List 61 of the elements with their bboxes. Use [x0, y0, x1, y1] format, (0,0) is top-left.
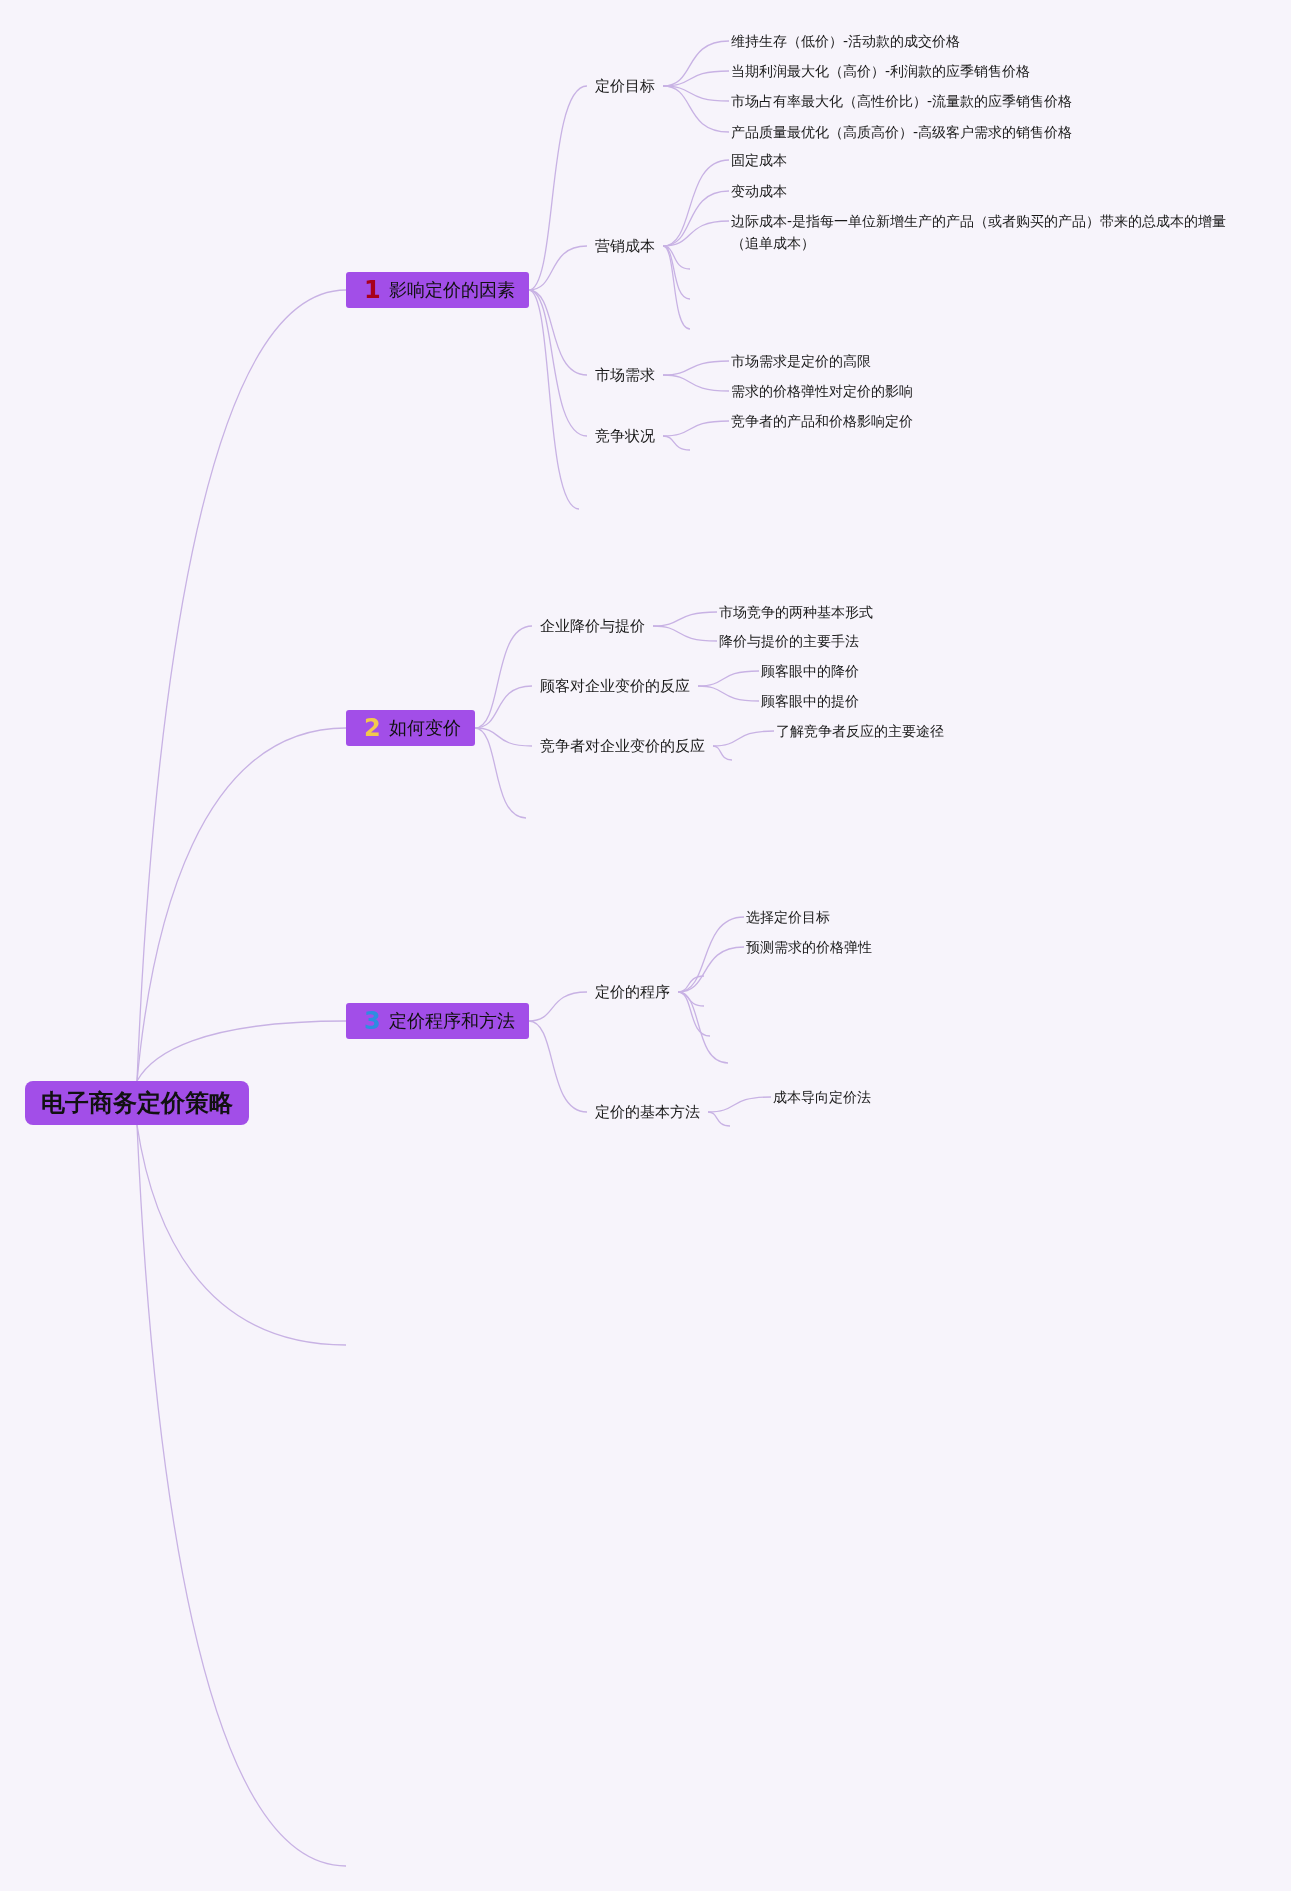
branch-line — [136, 1020, 347, 1082]
branch-line — [528, 1020, 588, 1113]
leaf-label: 市场竞争的两种基本形式 — [719, 601, 873, 623]
subtopic-label: 顾客对企业变价的反应 — [532, 675, 698, 697]
branch-line — [662, 245, 691, 270]
subtopic-label: 营销成本 — [587, 235, 663, 257]
topic-label: 如何变价 — [388, 717, 461, 738]
branch-line — [662, 85, 730, 102]
subtopic-label: 定价的程序 — [587, 981, 678, 1003]
leaf-label: 降价与提价的主要手法 — [719, 630, 859, 652]
topic-box — [346, 272, 529, 308]
topic-box — [346, 710, 475, 746]
leaf-label: 变动成本 — [731, 180, 787, 202]
subtopic-label: 竞争状况 — [587, 425, 663, 447]
subtopic-label: 企业降价与提价 — [532, 615, 653, 637]
branch-line — [528, 289, 580, 510]
branch-line — [136, 1124, 347, 1867]
leaf-label: 预测需求的价格弹性 — [746, 936, 872, 958]
branch-line — [136, 289, 347, 1082]
leaf-label: 成本导向定价法 — [773, 1086, 871, 1108]
branch-line — [712, 745, 733, 761]
root-topic-box: 电子商务定价策略 — [25, 1081, 249, 1125]
leaf-label: 选择定价目标 — [746, 906, 830, 928]
leaf-label: 顾客眼中的提价 — [761, 690, 859, 712]
topic-label: 定价程序和方法 — [388, 1010, 515, 1031]
branch-line — [662, 85, 730, 133]
topic-box — [346, 1003, 529, 1039]
branch-line — [474, 727, 527, 819]
branch-line — [677, 975, 705, 993]
branch-line — [662, 435, 691, 451]
branch-line — [662, 420, 730, 437]
subtopic-label: 竞争者对企业变价的反应 — [532, 735, 713, 757]
branch-line — [697, 685, 760, 702]
branch-line — [662, 374, 730, 392]
leaf-label: 需求的价格弹性对定价的影响 — [731, 380, 913, 402]
leaf-label: 当期利润最大化（高价）-利润款的应季销售价格 — [731, 60, 1031, 82]
leaf-label: 顾客眼中的降价 — [761, 660, 859, 682]
leaf-label: 竞争者的产品和价格影响定价 — [731, 410, 913, 432]
leaf-label: 边际成本-是指每一单位新增生产的产品（或者购买的产品）带来的总成本的增量（追单成本） — [731, 210, 1231, 254]
branch-line — [662, 245, 691, 330]
topic-number: 1 — [364, 276, 381, 304]
leaf-label: 市场需求是定价的高限 — [731, 350, 871, 372]
subtopic-label: 定价的基本方法 — [587, 1101, 708, 1123]
branch-line — [707, 1111, 731, 1127]
leaf-label: 固定成本 — [731, 149, 787, 171]
topic-number: 3 — [364, 1007, 381, 1035]
branch-line — [707, 1096, 772, 1113]
branch-line — [652, 625, 718, 642]
leaf-label: 了解竞争者反应的主要途径 — [776, 720, 944, 742]
subtopic-label: 市场需求 — [587, 364, 663, 386]
topic-label: 影响定价的因素 — [388, 279, 515, 300]
leaf-label: 产品质量最优化（高质高价）-高级客户需求的销售价格 — [731, 121, 1073, 143]
leaf-label: 市场占有率最大化（高性价比）-流量款的应季销售价格 — [731, 90, 1073, 112]
branch-line — [528, 85, 588, 291]
branch-line — [528, 991, 588, 1022]
topic-number: 2 — [364, 714, 381, 742]
branch-line — [136, 727, 347, 1082]
branch-line — [712, 730, 775, 747]
subtopic-label: 定价目标 — [587, 75, 663, 97]
leaf-label: 维持生存（低价）-活动款的成交价格 — [731, 30, 961, 52]
branch-line — [677, 991, 729, 1064]
